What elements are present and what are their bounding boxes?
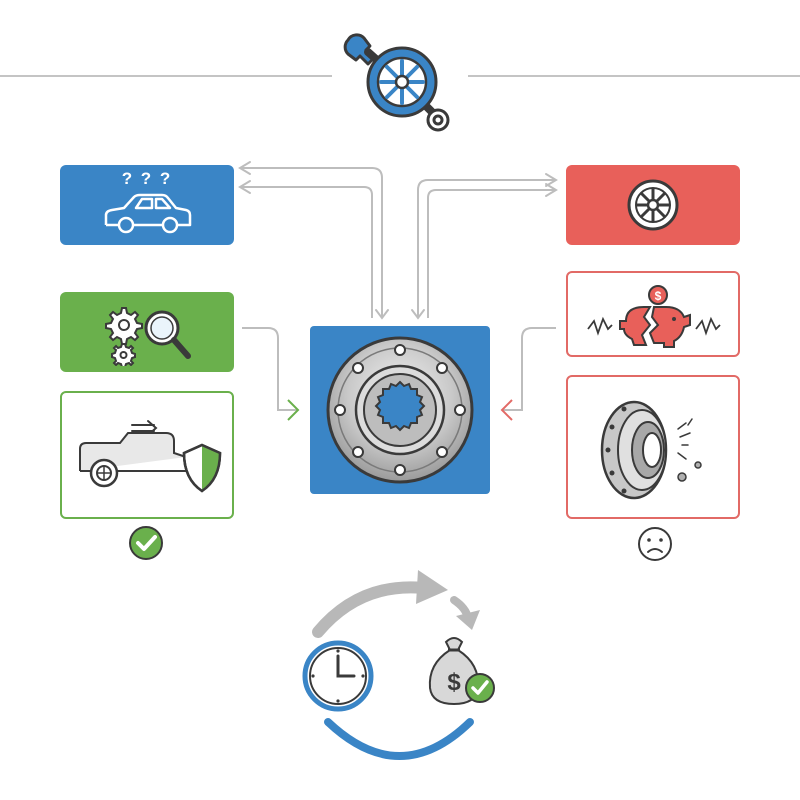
card-broken-piggy-bank: $	[566, 271, 740, 357]
worn-bearing-icon	[594, 395, 724, 505]
wheel-hub-bearing-icon	[324, 334, 476, 486]
header-line-right	[468, 75, 800, 77]
card-gears-magnifier	[60, 292, 234, 372]
gears-magnifier-icon	[100, 300, 196, 366]
question-marks: ? ? ?	[121, 169, 173, 188]
wrench-wheel-icon	[338, 28, 464, 136]
broken-piggy-bank-icon: $	[584, 281, 726, 353]
piggy-coin-symbol: $	[655, 289, 662, 303]
car-shield-icon	[74, 415, 224, 495]
card-car-question: ? ? ?	[60, 165, 234, 245]
sad-face-icon	[636, 525, 674, 563]
money-bag-symbol: $	[447, 669, 461, 696]
check-circle-icon	[128, 525, 164, 561]
car-question-icon	[100, 189, 196, 239]
wheel-icon	[625, 177, 681, 233]
card-car-shield	[60, 391, 234, 519]
header-line-left	[0, 75, 332, 77]
center-panel	[310, 326, 490, 494]
card-worn-bearing	[566, 375, 740, 519]
money-bag-check-icon: $	[418, 630, 502, 714]
card-wheel	[566, 165, 740, 245]
cycle-arrows	[300, 560, 500, 770]
clock-icon	[302, 640, 374, 712]
